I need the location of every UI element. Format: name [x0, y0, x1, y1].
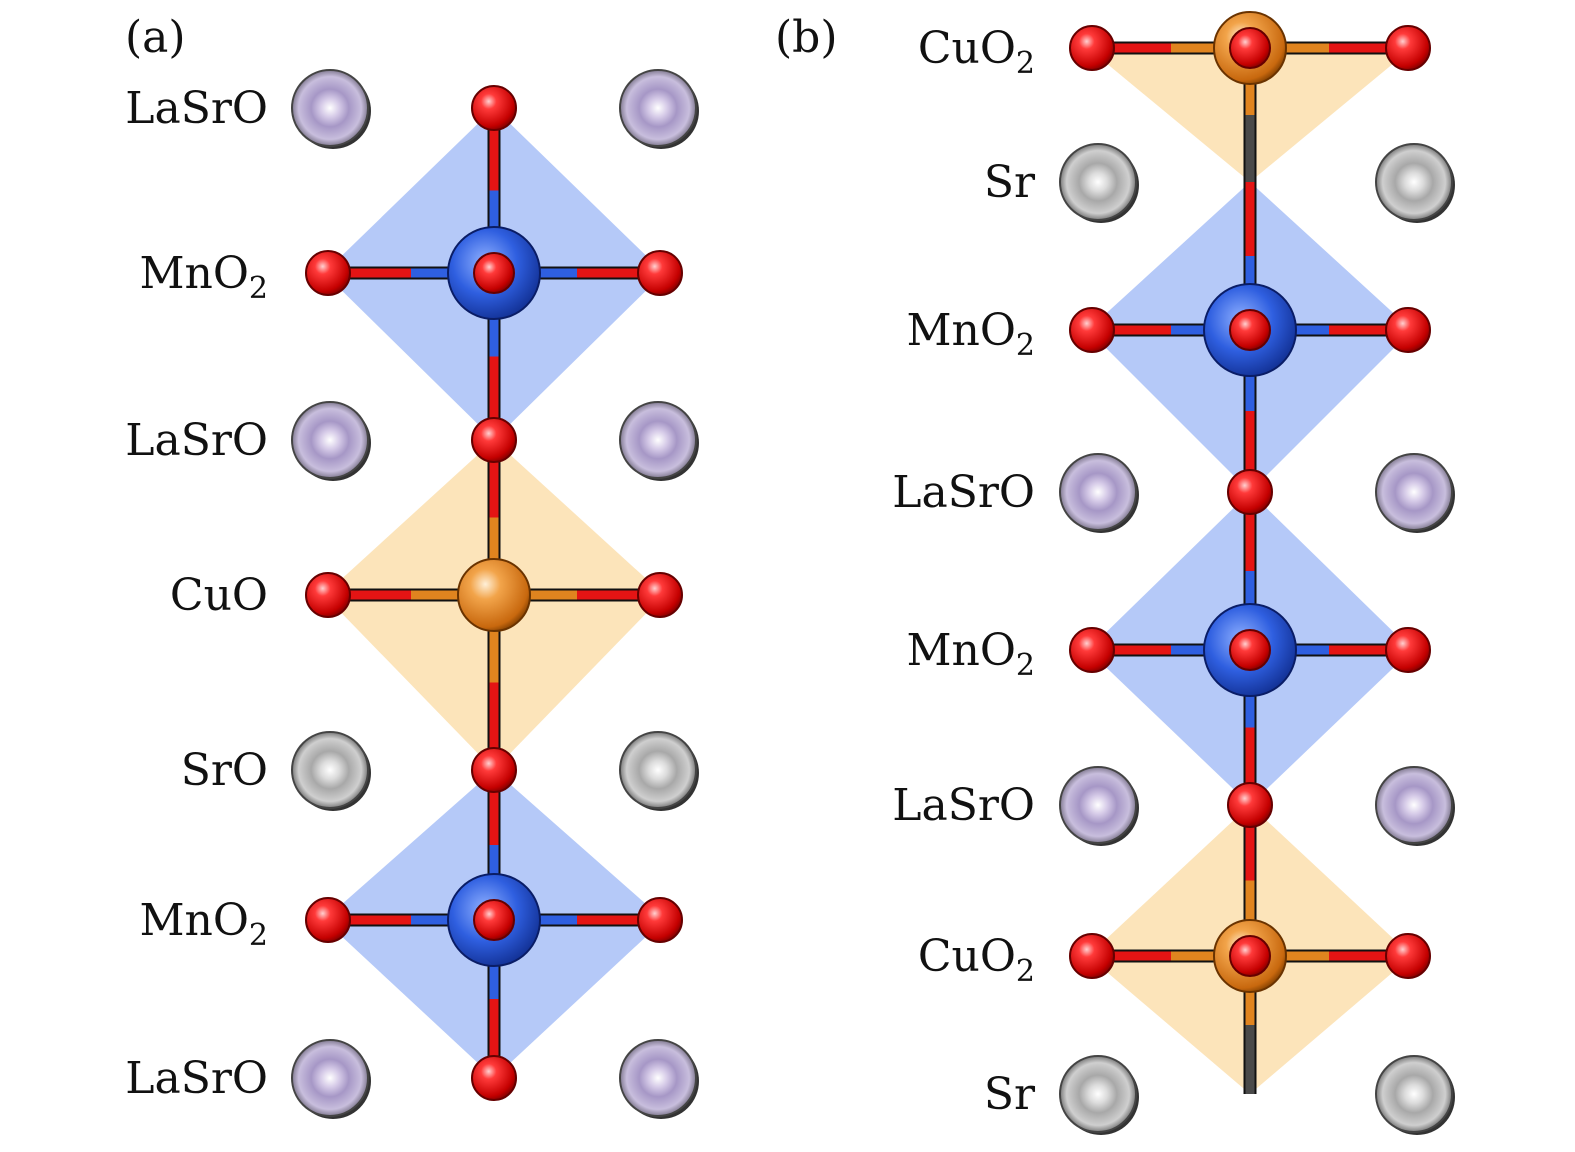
lasr-atom: [291, 1039, 371, 1119]
layer-label-cuo: CuO: [170, 570, 268, 621]
oxygen-atom: [1385, 627, 1431, 673]
oxygen-atom: [637, 572, 683, 618]
oxygen-atom: [1385, 25, 1431, 71]
sr-atom: [619, 731, 699, 811]
lasr-atom: [1375, 766, 1455, 846]
oxygen-atom-apical: [471, 417, 517, 463]
panel-label: (a): [125, 12, 186, 63]
panel-label: (b): [775, 12, 838, 63]
sr-atom: [1375, 143, 1455, 223]
cu-atom: [457, 558, 531, 632]
oxygen-atom-apical: [471, 1055, 517, 1101]
oxygen-atom: [1069, 25, 1115, 71]
oxygen-atom: [1385, 307, 1431, 353]
layer-label-mno: MnO2: [139, 895, 268, 953]
oxygen-atom: [1069, 933, 1115, 979]
layer-label-lasro: LaSrO: [892, 780, 1035, 831]
oxygen-atom: [1229, 629, 1271, 671]
oxygen-atom: [305, 572, 351, 618]
layer-label-sro: SrO: [181, 745, 268, 796]
oxygen-atom: [1069, 307, 1115, 353]
oxygen-atom: [1069, 627, 1115, 673]
layer-label-lasro: LaSrO: [125, 1053, 268, 1104]
sr-atom: [1375, 1055, 1455, 1135]
layer-label-mno: MnO2: [906, 305, 1035, 363]
layer-label-cuo: CuO2: [918, 931, 1035, 989]
lasr-atom: [619, 69, 699, 149]
atoms: [1059, 11, 1455, 1135]
oxygen-atom: [637, 250, 683, 296]
oxygen-atom-apical: [1227, 469, 1273, 515]
oxygen-atom: [1229, 309, 1271, 351]
oxygen-atom: [1229, 935, 1271, 977]
lasr-atom: [619, 401, 699, 481]
lasr-atom: [619, 1039, 699, 1119]
lasr-atom: [1375, 453, 1455, 533]
oxygen-atom: [1229, 27, 1271, 69]
oxygen-atom: [305, 250, 351, 296]
layer-label-lasro: LaSrO: [125, 83, 268, 134]
layer-label-cuo: CuO2: [918, 23, 1035, 81]
oxygen-atom: [473, 252, 515, 294]
atoms: [291, 69, 699, 1119]
layer-label-sr: Sr: [984, 1069, 1036, 1120]
oxygen-atom-apical: [1227, 782, 1273, 828]
layer-label-lasro: LaSrO: [125, 415, 268, 466]
lasr-atom: [291, 69, 371, 149]
sr-atom: [291, 731, 371, 811]
layer-label-mno: MnO2: [906, 625, 1035, 683]
sr-atom: [1059, 1055, 1139, 1135]
oxygen-atom: [305, 897, 351, 943]
lasr-atom: [1059, 766, 1139, 846]
oxygen-atom: [637, 897, 683, 943]
oxygen-atom: [473, 899, 515, 941]
layer-label-sr: Sr: [984, 157, 1036, 208]
layer-label-lasro: LaSrO: [892, 467, 1035, 518]
oxygen-atom-apical: [471, 747, 517, 793]
layer-label-mno: MnO2: [139, 248, 268, 306]
oxygen-atom-apical: [471, 85, 517, 131]
lasr-atom: [291, 401, 371, 481]
lasr-atom: [1059, 453, 1139, 533]
sr-atom: [1059, 143, 1139, 223]
oxygen-atom: [1385, 933, 1431, 979]
